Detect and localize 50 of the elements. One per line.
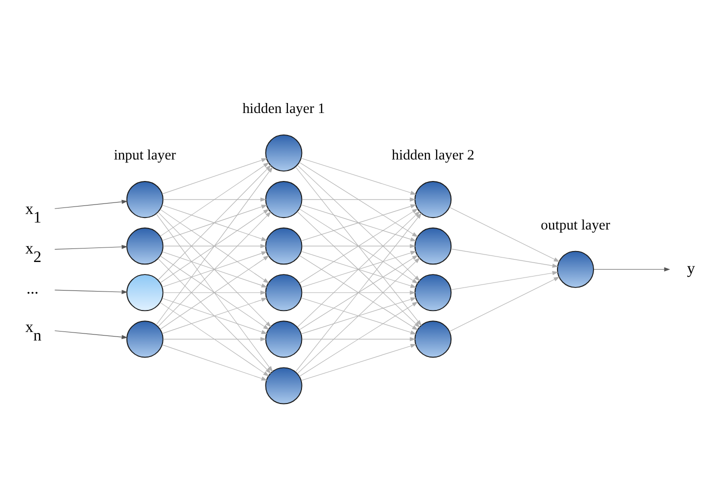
arrow [302, 337, 416, 342]
arrow [449, 207, 560, 262]
arrow [156, 214, 273, 372]
arrow [593, 267, 670, 272]
arrow [160, 302, 270, 376]
arrow [162, 344, 268, 380]
arrow [54, 244, 128, 250]
arrow [162, 298, 268, 334]
node-circle [126, 274, 164, 312]
arrow [162, 290, 266, 295]
arrow [295, 212, 422, 372]
arrow [302, 244, 416, 248]
arrow [450, 248, 558, 268]
node-circle [126, 228, 164, 265]
arrow [297, 164, 420, 282]
node-circle [126, 320, 164, 358]
label: input layer [114, 148, 176, 164]
arrow [162, 204, 268, 241]
node-circle [126, 181, 164, 218]
arrow [297, 258, 420, 374]
arrow [295, 166, 422, 326]
arrow [54, 290, 128, 294]
arrow [156, 166, 273, 326]
arrow [162, 158, 268, 194]
arrow [298, 162, 418, 238]
arrow [162, 244, 266, 248]
arrow [162, 197, 266, 202]
arrow [54, 200, 128, 209]
label: hidden layer 2 [392, 148, 474, 164]
node-text: ... [26, 280, 39, 298]
label: hidden layer 1 [242, 101, 326, 118]
node-circle [265, 274, 302, 312]
arrow [302, 197, 416, 202]
arrow [162, 337, 266, 342]
arrow [449, 276, 560, 332]
arrow [160, 162, 270, 237]
node-text: y [687, 260, 696, 278]
label: output layer [540, 218, 610, 234]
arrow [54, 330, 128, 340]
arrow [158, 258, 272, 374]
arrow [298, 302, 418, 377]
arrow [300, 158, 416, 195]
arrow [300, 344, 416, 381]
node-circle [265, 228, 302, 265]
arrow [162, 251, 268, 288]
arrow [298, 255, 418, 330]
arrow [158, 164, 272, 280]
node-circle [556, 250, 594, 288]
arrow [450, 270, 558, 290]
arrow [302, 290, 416, 295]
